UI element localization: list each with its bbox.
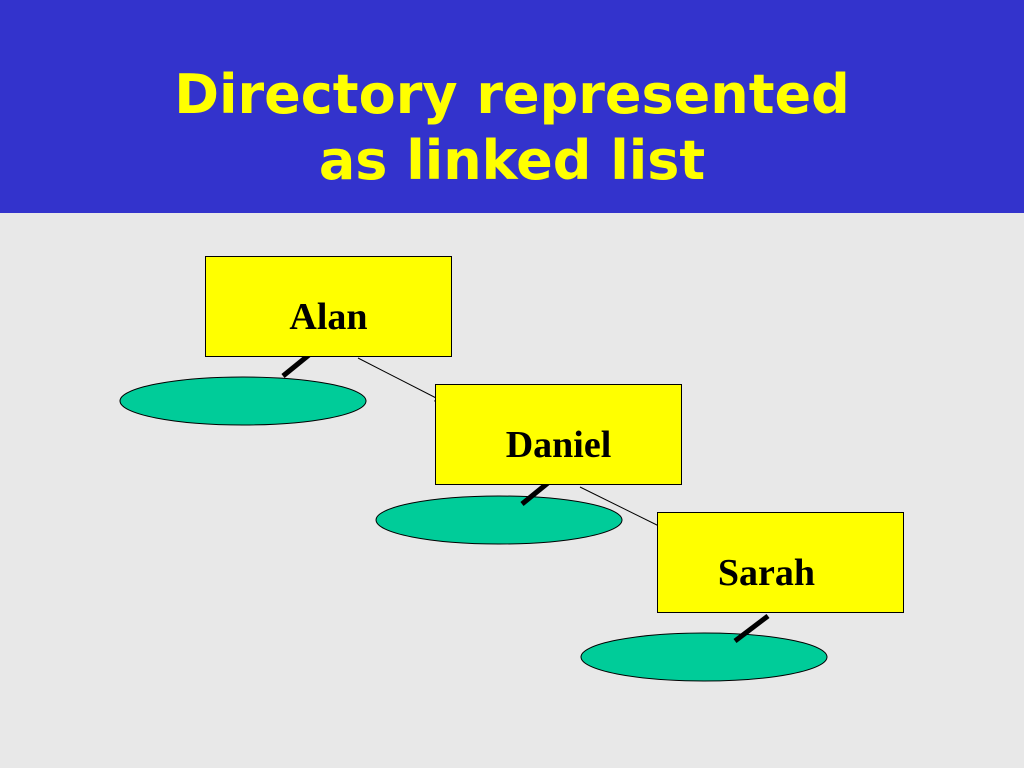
- file-ellipse-alan: [119, 376, 367, 426]
- node-label-alan: Alan: [289, 296, 368, 338]
- title-bar: [0, 0, 1024, 213]
- file-ellipse-sarah: [580, 632, 828, 682]
- node-alan: Alan: [205, 256, 452, 357]
- slide-title-line-2: as linked list: [318, 129, 706, 192]
- file-pointer-sarah: [733, 614, 770, 643]
- file-ellipse-daniel: [375, 495, 623, 545]
- slide-title: Directory represented as linked list: [0, 62, 1024, 194]
- node-label-daniel: Daniel: [505, 424, 612, 466]
- node-sarah: Sarah: [657, 512, 904, 613]
- node-daniel: Daniel: [435, 384, 682, 485]
- node-label-sarah: Sarah: [717, 552, 816, 594]
- next-arrow-daniel-to-sarah: [579, 486, 666, 530]
- slide-title-line-1: Directory represented: [174, 63, 850, 126]
- next-arrow-alan-to-daniel: [357, 357, 443, 402]
